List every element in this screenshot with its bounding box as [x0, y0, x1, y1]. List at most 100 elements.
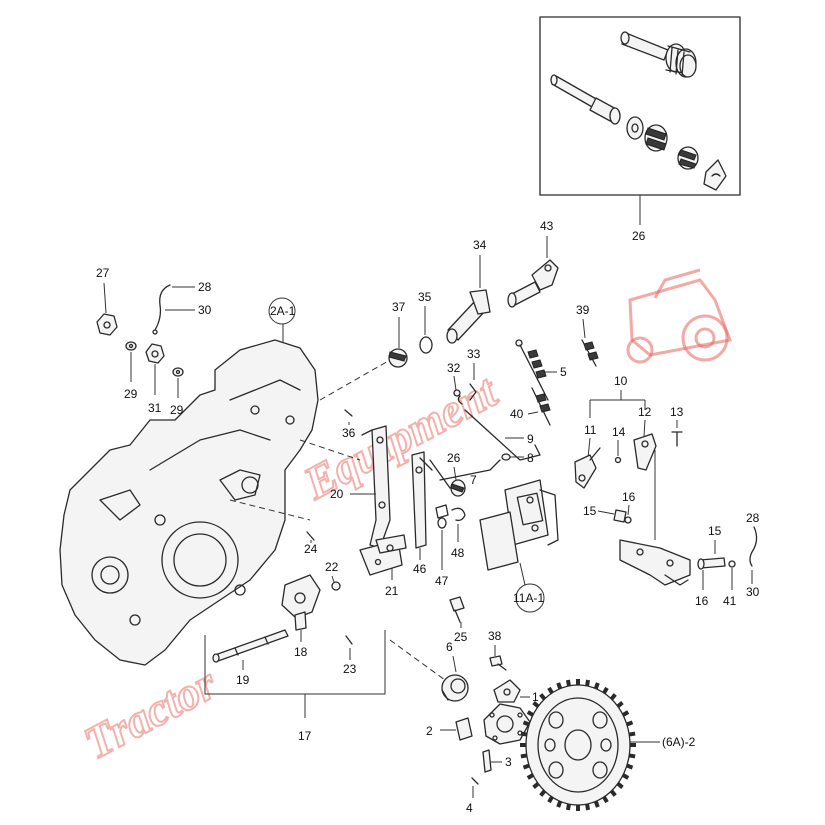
washer-8: [501, 453, 511, 461]
clip-48: [451, 507, 466, 522]
spring-37: [388, 348, 408, 368]
gear-tooth: [593, 800, 600, 808]
gear-tooth: [532, 701, 540, 708]
callout-25: 25: [454, 630, 468, 644]
clip-33: [469, 383, 477, 401]
lever-43: [507, 259, 559, 308]
callout-23: 23: [343, 662, 357, 676]
gear-tooth: [628, 753, 636, 759]
callout-31: 31: [148, 401, 162, 415]
gear-tooth: [526, 773, 534, 780]
gear-tooth: [522, 763, 530, 770]
gear-tooth: [565, 679, 571, 687]
gear-tooth: [520, 731, 528, 737]
nut-31: [145, 343, 165, 364]
callout-40: 40: [510, 407, 524, 421]
solenoid-11a-1: [479, 479, 559, 571]
gear-tooth: [565, 803, 571, 811]
gear-tooth: [556, 682, 563, 690]
callout-14: 14: [612, 425, 626, 439]
plate-hub: [483, 703, 531, 745]
pin-4: [471, 777, 479, 785]
wire-28-right: [749, 526, 758, 567]
pin-36: [344, 409, 353, 417]
callout-24: 24: [304, 542, 318, 556]
lever-12: [633, 433, 657, 471]
washer-29-left: [125, 341, 137, 351]
watermark-text-1: Tractor: [76, 657, 226, 769]
callout-4: 4: [466, 801, 473, 815]
callout-12: 12: [638, 405, 652, 419]
pin-24: [306, 531, 315, 541]
callout-37: 37: [392, 300, 406, 314]
washer-14: [614, 456, 622, 464]
callout-8: 8: [527, 451, 534, 465]
spring-26: [450, 479, 466, 497]
inset-washer: [626, 116, 644, 140]
callout-36: 36: [342, 426, 356, 440]
callout-46: 46: [413, 562, 427, 576]
callout-29-right: 29: [170, 403, 184, 417]
bracket-17: [204, 630, 386, 718]
housing-label-2a-1: 2A-1: [268, 297, 296, 342]
gear-tooth: [556, 800, 563, 808]
inset-assembled-pin: [620, 31, 697, 78]
housing-bore: [161, 521, 239, 599]
gear-tooth: [616, 782, 624, 789]
link-rod-9: [457, 395, 541, 461]
callout-11a-1: 11A-1: [513, 591, 544, 605]
callout-27: 27: [96, 266, 110, 280]
gear-tooth: [522, 720, 530, 727]
washer-29-right: [172, 367, 184, 377]
bolt-15-right: [697, 557, 726, 570]
callout-15-right: 15: [708, 524, 722, 538]
callout-43: 43: [540, 219, 554, 233]
callout-47: 47: [435, 574, 449, 588]
lever-11: [574, 447, 601, 489]
callout-16-right: 16: [695, 594, 709, 608]
callout-3: 3: [505, 755, 512, 769]
inset-exploded-pin: [550, 74, 621, 125]
lever-46: [411, 451, 433, 549]
washer-16-left: [624, 516, 632, 524]
gear-tooth: [585, 679, 591, 687]
callout-18: 18: [294, 645, 308, 659]
gear-tooth: [622, 710, 630, 717]
callout-17: 17: [298, 729, 312, 743]
fork-18: [281, 574, 321, 631]
callout-30-right: 30: [746, 585, 760, 599]
pin-23: [345, 635, 353, 645]
callout-29-left: 29: [124, 387, 138, 401]
shaft-34: [446, 289, 491, 344]
callout-28-left: 28: [198, 280, 212, 294]
callout-7: 7: [470, 473, 477, 487]
bolt-15: [613, 509, 627, 523]
callout-16-left: 16: [622, 490, 636, 504]
callout-6: 6: [446, 640, 453, 654]
gear-tooth: [622, 773, 630, 780]
gear-tooth: [609, 789, 617, 797]
gear-tooth: [628, 731, 636, 737]
callout-34: 34: [473, 238, 487, 252]
gear-tooth: [616, 701, 624, 708]
callout-2a-1: 2A-1: [270, 304, 296, 318]
callout-33: 33: [467, 347, 481, 361]
callout-13: 13: [670, 405, 684, 419]
callout-5: 5: [560, 365, 567, 379]
washer-41: [728, 560, 736, 568]
gear-tooth: [539, 693, 547, 701]
callout-1: 1: [532, 690, 539, 704]
gear-tooth: [520, 753, 528, 759]
gear-tooth: [602, 686, 609, 695]
pin-3: [482, 749, 492, 773]
gear-tooth: [626, 763, 634, 770]
wire-28-left: [152, 284, 171, 335]
callout-9: 9: [527, 432, 534, 446]
gear-tooth: [526, 710, 534, 717]
gear-tooth: [602, 795, 609, 804]
callout-28-right: 28: [746, 511, 760, 525]
bolt-25: [449, 596, 465, 623]
gear-tooth: [593, 682, 600, 690]
spring-5: [515, 339, 549, 401]
